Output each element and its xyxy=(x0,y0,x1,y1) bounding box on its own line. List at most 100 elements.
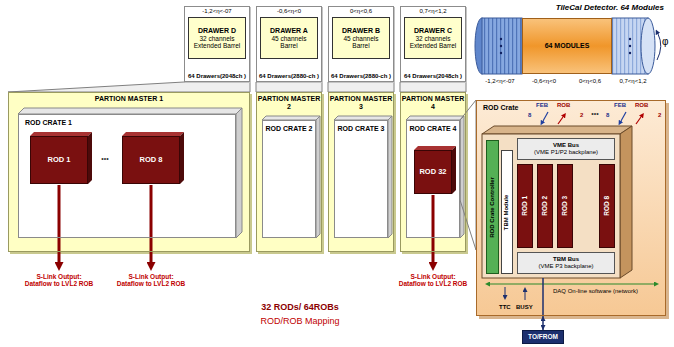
drawer-column: 0,7<η<1,264 Drawers(2048ch )DRAWER C32 c… xyxy=(400,6,466,82)
rod-crate-box: ROD CRATE 3 xyxy=(334,120,388,238)
drawer-box: DRAWER D32 channels Extended Barrel xyxy=(188,17,246,59)
box-label: ROD CRATE 1 xyxy=(25,119,72,127)
rod-board: ROD 1 xyxy=(517,164,533,248)
box-label: -1,2<η<-07 xyxy=(202,8,231,15)
drawer-column: -0,6<η<064 Drawers(2880-ch )DRAWER A45 c… xyxy=(256,6,322,82)
partition-master-box: PARTION MASTER 2 ROD CRATE 2 xyxy=(256,92,322,252)
eta-range: -1,2<η<-07 xyxy=(479,78,521,85)
rod-board: ROD 1 xyxy=(30,136,88,184)
crate-side xyxy=(316,116,320,238)
drawer-box: DRAWER B45 channels Barrel xyxy=(332,17,390,59)
rob-arrow xyxy=(636,117,641,124)
crate-side xyxy=(388,116,392,238)
busy-arrow xyxy=(525,292,526,300)
signal-line xyxy=(542,316,544,330)
panel-fill xyxy=(476,100,666,316)
box-label: 32 channels Extended Barrel xyxy=(407,35,459,50)
rod-side xyxy=(180,132,184,184)
box-label: (VME P3 backplane) xyxy=(538,263,593,270)
ttc-arrow xyxy=(505,287,506,295)
summary-label: 32 RODs/ 64ROBs xyxy=(225,302,375,312)
output-note: S-Link Output: Dataflow to LVL2 ROB xyxy=(114,273,188,288)
eta-range: 0<η<0,6 xyxy=(569,78,611,85)
link-count: 8 xyxy=(606,112,609,119)
rod-crate-box: ROD CRATE 2 xyxy=(262,120,316,238)
box-label: DRAWER D xyxy=(198,27,236,35)
perspective-connector xyxy=(256,82,322,92)
dot xyxy=(500,52,502,54)
box-label: 64 Drawers(2880-ch ) xyxy=(331,73,391,80)
box-label: 32 channels Extended Barrel xyxy=(191,35,243,50)
box-shadow xyxy=(402,94,468,254)
link-name: FEB xyxy=(614,102,626,109)
crate-controller: ROD Crate Controller xyxy=(486,140,499,274)
crate-fill xyxy=(18,114,236,238)
io-box: TO/FROM xyxy=(522,330,564,344)
network-note: DAQ On-line software (network) xyxy=(553,288,638,295)
ellipsis: ••• xyxy=(93,155,117,163)
output-arrow xyxy=(150,185,153,262)
partition-master-box: PARTION MASTER 1 ROD CRATE 1 ROD 1 ROD 8 xyxy=(8,92,250,252)
box-shadow xyxy=(258,94,324,254)
box-label: 0<η<0,6 xyxy=(350,8,372,15)
box-label: PARTION MASTER 1 xyxy=(95,95,163,103)
dot xyxy=(629,38,631,40)
partition-fill xyxy=(328,92,394,252)
rod-board: ROD 2 xyxy=(537,164,553,248)
zoom-connector xyxy=(460,100,476,250)
box-label: VME Bus xyxy=(553,142,579,149)
box-label: 64 MODULES xyxy=(545,42,590,50)
link-name: FEB xyxy=(536,102,548,109)
crate-front xyxy=(482,134,620,278)
box-label: PARTION MASTER 2 xyxy=(257,95,321,111)
box-label: ROD 8 xyxy=(140,156,163,165)
signal-name: TTC xyxy=(499,304,511,311)
crate-top xyxy=(482,126,632,134)
perspective-connector xyxy=(8,82,250,92)
box-label: 45 channels Barrel xyxy=(263,35,315,50)
box-label: ROD 32 xyxy=(419,168,446,177)
box-label: ROD 1 xyxy=(521,196,528,216)
link-count: 2 xyxy=(580,112,583,119)
dot xyxy=(629,45,631,47)
link-count: 8 xyxy=(528,112,531,119)
box-shadow xyxy=(10,94,252,254)
backplane-bus: TBM Bus(VME P3 backplane) xyxy=(517,252,615,274)
feb-arrow xyxy=(543,112,548,121)
box-label: ROD Crate Controller xyxy=(489,177,496,238)
eta-range: 0,7<η<1,2 xyxy=(613,78,653,85)
rod-side xyxy=(452,146,456,194)
box-label: PARTION MASTER 3 xyxy=(329,95,393,111)
drawer-box: DRAWER A45 channels Barrel xyxy=(260,17,318,59)
backplane-bus: VME Bus(VME P1/P2 backplane) xyxy=(517,138,615,160)
perspective-connector xyxy=(328,82,394,92)
box-label: DRAWER C xyxy=(414,27,452,35)
drawer-column: -1,2<η<-07 64 Drawers(2048ch ) DRAWER D32 … xyxy=(184,6,250,82)
ellipsis: ••• xyxy=(588,110,602,118)
box-label: (VME P1/P2 backplane) xyxy=(534,149,598,156)
box-label: ROD 8 xyxy=(603,196,610,216)
rod-side xyxy=(88,132,92,184)
module-band: 64 MODULES xyxy=(522,18,612,74)
tbm-module: TBM Module xyxy=(501,150,513,274)
rod-board: ROD 8 xyxy=(122,136,180,184)
rob-arrow xyxy=(558,117,563,124)
partition-fill xyxy=(8,92,250,252)
box-label: 45 channels Barrel xyxy=(335,35,387,50)
link-count: 2 xyxy=(658,112,661,119)
partition-fill xyxy=(256,92,322,252)
axis-symbol: φ xyxy=(662,36,668,48)
box-label: 64 Drawers(2048ch ) xyxy=(188,73,246,80)
rod-crate-panel: ROD CrateROD Crate ControllerTBM ModuleV… xyxy=(476,100,666,316)
output-arrow xyxy=(58,185,61,262)
crate-side xyxy=(460,116,464,238)
extended-barrel xyxy=(482,18,522,74)
dot xyxy=(500,38,502,40)
box-label: 64 Drawers(2048ch ) xyxy=(404,73,462,80)
box-label: ROD 1 xyxy=(48,156,71,165)
link-name: ROB xyxy=(557,102,570,109)
box-label: PARTION MASTER 4 xyxy=(401,95,465,111)
rod-crate-box: ROD CRATE 4 ROD 32 xyxy=(406,120,460,238)
box-label: TBM Bus xyxy=(553,256,579,263)
box-label: ROD CRATE 4 xyxy=(410,125,457,133)
